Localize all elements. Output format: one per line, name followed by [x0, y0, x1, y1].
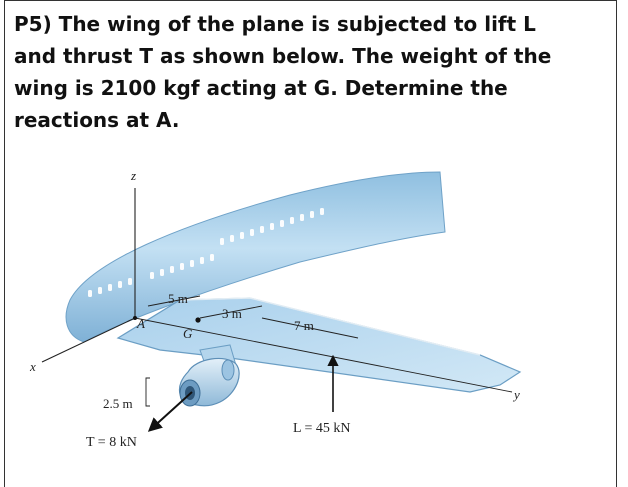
fuselage [65, 171, 446, 343]
thrust-label: T = 8 kN [86, 435, 137, 450]
problem-line-3: wing is 2100 kgf acting at G. Determine … [14, 76, 508, 100]
point-a-label: A [136, 316, 145, 331]
problem-line-1: P5) The wing of the plane is subjected t… [14, 12, 536, 36]
dim-5m: 5 m [168, 291, 188, 306]
dim-3m: 3 m [222, 306, 242, 321]
wing [116, 297, 522, 393]
problem-statement: P5) The wing of the plane is subjected t… [14, 8, 594, 136]
point-a-marker [133, 316, 137, 320]
x-axis [41, 317, 136, 363]
lift-label: L = 45 kN [293, 421, 351, 436]
dim-2-5m: 2.5 m [103, 396, 133, 411]
thrust-arrow [147, 391, 193, 432]
y-axis [134, 317, 513, 393]
engine [178, 344, 240, 407]
problem-line-4: reactions at A. [14, 108, 180, 132]
problem-frame [4, 0, 617, 487]
window-row [88, 208, 324, 297]
dim-7m: 7 m [294, 318, 314, 333]
z-axis-label: z [130, 168, 136, 183]
point-g-marker [195, 317, 201, 323]
x-axis-label: x [29, 359, 36, 374]
problem-line-2: and thrust T as shown below. The weight … [14, 44, 552, 68]
y-axis-label: y [512, 387, 520, 402]
dimension-lines [145, 295, 359, 407]
point-g-label: G [183, 326, 193, 341]
coordinate-axes [41, 188, 513, 393]
